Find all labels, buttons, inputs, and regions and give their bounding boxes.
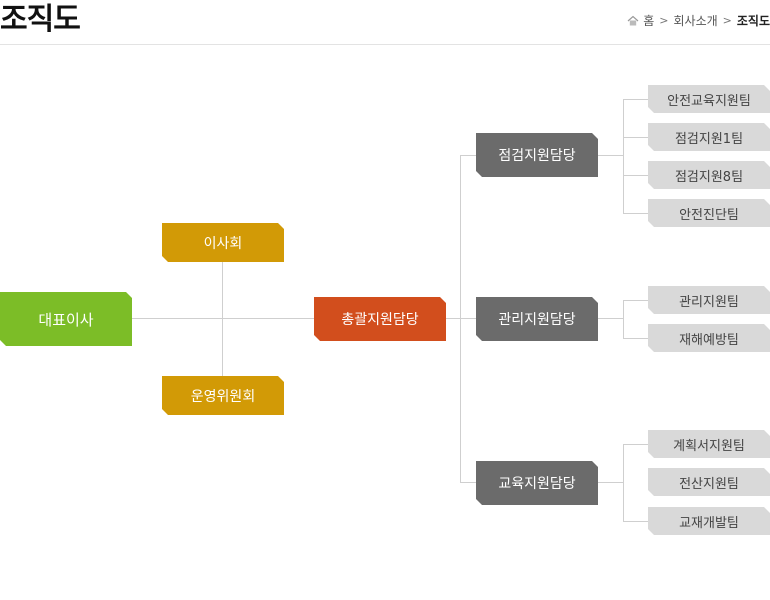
connector xyxy=(598,482,623,483)
connector xyxy=(222,262,223,376)
header-divider xyxy=(0,44,770,45)
breadcrumb-current: 조직도 xyxy=(736,14,770,28)
connector xyxy=(623,338,648,339)
connector xyxy=(598,318,623,319)
division-box-inspection: 점검지원담당 xyxy=(476,133,598,177)
committee-box: 운영위원회 xyxy=(162,376,284,415)
home-icon[interactable] xyxy=(627,15,639,27)
page-title: 조직도 xyxy=(0,2,81,37)
connector xyxy=(623,444,624,521)
connector xyxy=(460,482,476,483)
connector xyxy=(446,318,476,319)
connector xyxy=(623,137,648,138)
team-box: 재해예방팀 xyxy=(648,324,770,352)
team-box: 계획서지원팀 xyxy=(648,430,770,458)
connector xyxy=(623,175,648,176)
chevron-right-icon: > xyxy=(722,14,732,27)
general-support-box: 총괄지원담당 xyxy=(314,297,446,341)
board-box: 이사회 xyxy=(162,223,284,262)
connector xyxy=(132,318,314,319)
connector xyxy=(623,521,648,522)
division-box-management: 관리지원담당 xyxy=(476,297,598,341)
connector xyxy=(623,99,648,100)
connector xyxy=(623,444,648,445)
team-box: 안전교육지원팀 xyxy=(648,85,770,113)
connector xyxy=(623,213,648,214)
chevron-right-icon: > xyxy=(659,14,669,27)
ceo-box: 대표이사 xyxy=(0,292,132,346)
connector xyxy=(623,300,648,301)
breadcrumb-company[interactable]: 회사소개 xyxy=(673,14,718,28)
team-box: 점검지원1팀 xyxy=(648,123,770,151)
connector xyxy=(623,99,624,213)
connector xyxy=(460,155,461,483)
breadcrumb: 홈 > 회사소개 > 조직도 xyxy=(627,12,770,29)
team-box: 점검지원8팀 xyxy=(648,161,770,189)
connector xyxy=(598,155,623,156)
team-box: 관리지원팀 xyxy=(648,286,770,314)
breadcrumb-home[interactable]: 홈 xyxy=(643,14,655,28)
team-box: 교재개발팀 xyxy=(648,507,770,535)
team-box: 전산지원팀 xyxy=(648,468,770,496)
connector xyxy=(460,155,476,156)
team-box: 안전진단팀 xyxy=(648,199,770,227)
division-box-education: 교육지원담당 xyxy=(476,461,598,505)
connector xyxy=(623,300,624,338)
